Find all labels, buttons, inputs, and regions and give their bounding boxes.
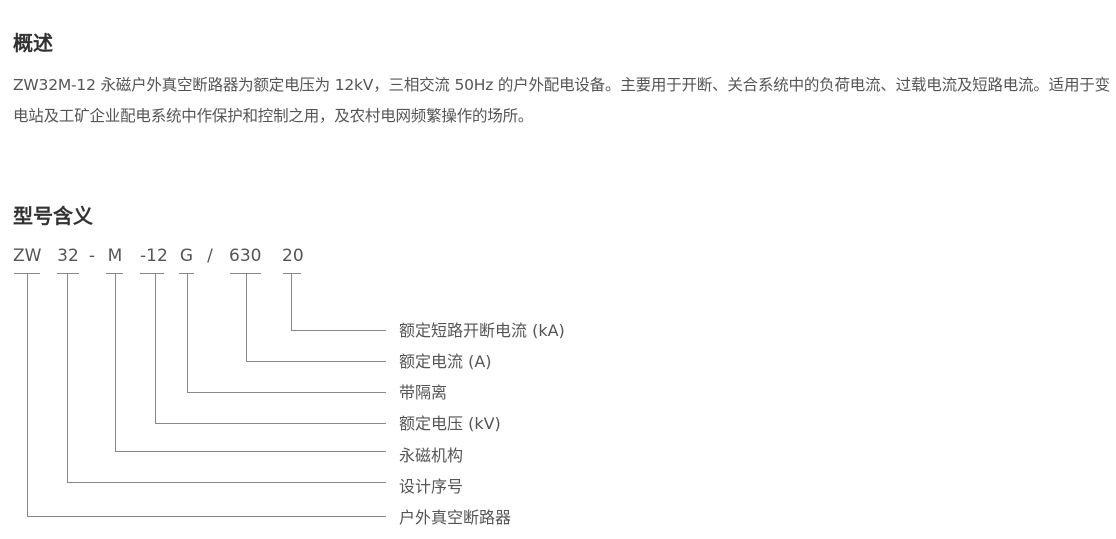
model-meaning-heading: 型号含义 xyxy=(13,204,93,228)
code-630: 630 xyxy=(229,246,262,266)
overview-text: ZW32M-12 永磁户外真空断路器为额定电压为 12kV，三相交流 50Hz … xyxy=(13,76,1110,125)
code-slash: / xyxy=(207,246,213,266)
label-design-serial: 设计序号 xyxy=(399,477,464,496)
code-20: 20 xyxy=(282,246,304,266)
label-rated-short-circuit-breaking-current: 额定短路开断电流 (kA) xyxy=(399,321,565,340)
label-permanent-magnet-mechanism: 永磁机构 xyxy=(399,446,464,465)
code-zw: ZW xyxy=(13,246,42,266)
label-rated-current: 额定电流 (A) xyxy=(399,352,492,371)
overview-heading: 概述 xyxy=(13,31,53,55)
code-dash: - xyxy=(88,246,96,266)
code-32: 32 xyxy=(57,246,79,266)
code-m: M xyxy=(107,246,123,266)
label-rated-voltage: 额定电压 (kV) xyxy=(399,414,501,433)
label-outdoor-vacuum-breaker: 户外真空断路器 xyxy=(399,508,512,527)
label-with-isolation: 带隔离 xyxy=(399,383,448,402)
code-g: G xyxy=(179,246,194,266)
code-12: -12 xyxy=(140,246,168,266)
